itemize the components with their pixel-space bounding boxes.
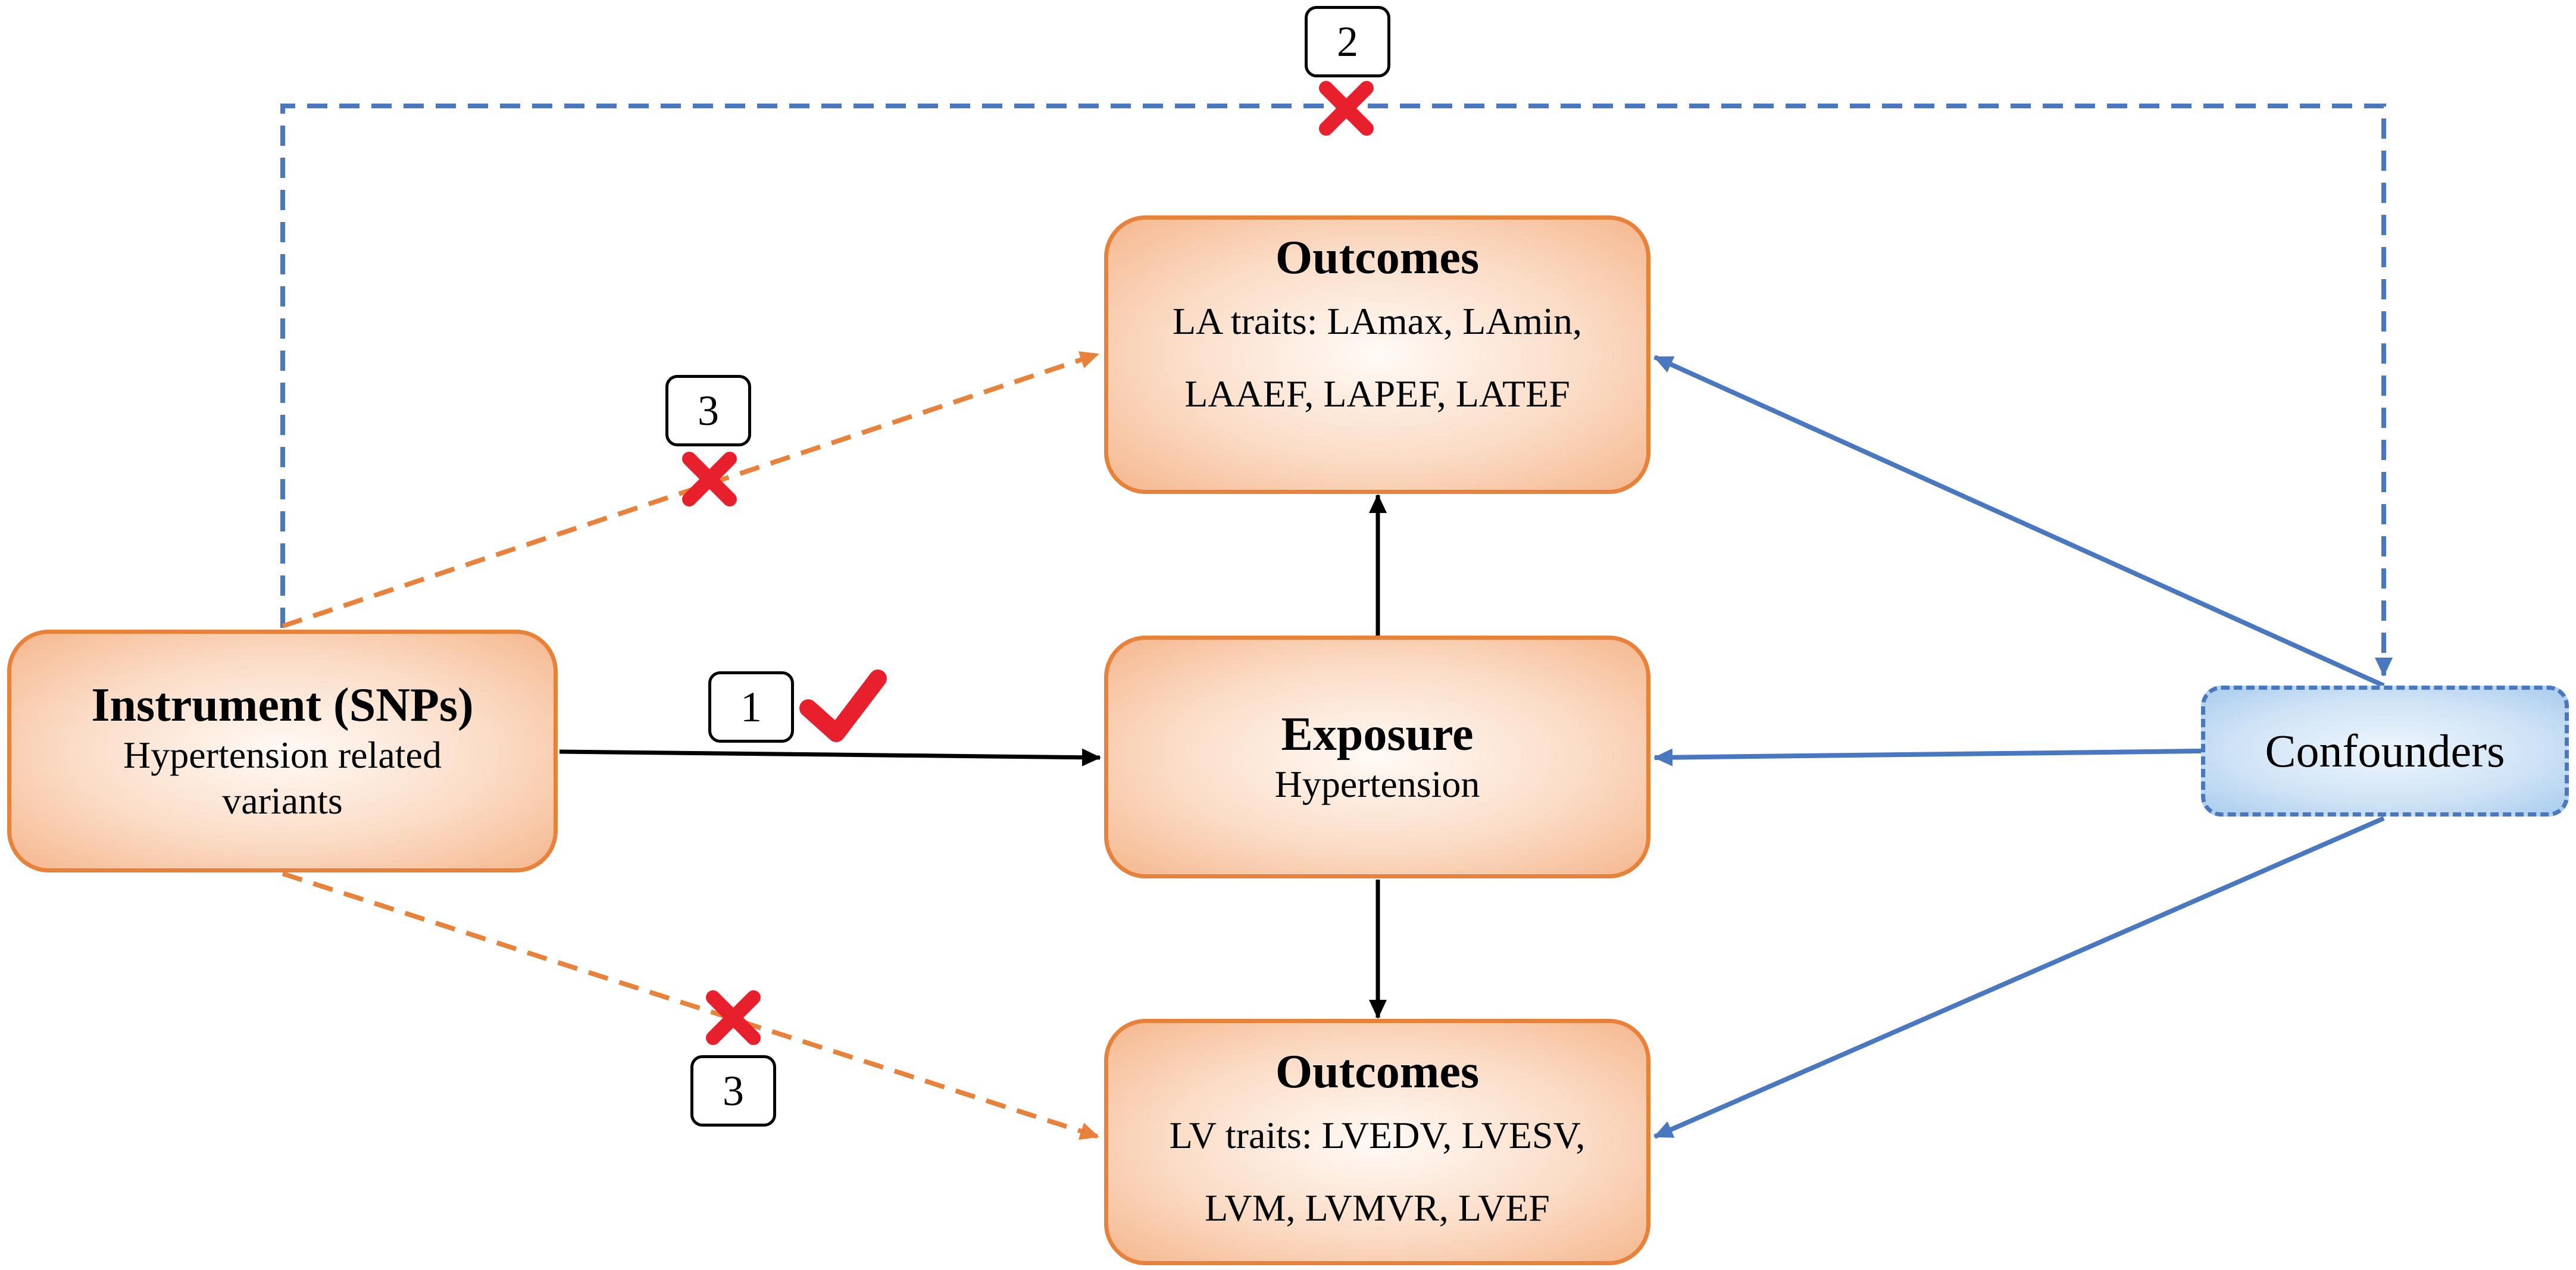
assumption-badge-2: 2 (1305, 6, 1390, 77)
instrument-title: Instrument (SNPs) (91, 679, 474, 732)
outcomes-la-line-2: LAAEF, LAPEF, LATEF (1184, 372, 1570, 415)
check-icon (799, 670, 887, 742)
instrument-line-2: variants (222, 780, 343, 822)
confounders-to-la-arrow (1653, 355, 2385, 688)
exposure-node: Exposure Hypertension (1104, 636, 1650, 878)
assumption-2-path (280, 104, 2393, 677)
instrument-node: Instrument (SNPs) Hypertension related v… (7, 630, 558, 872)
cross-icon (682, 452, 737, 506)
outcomes-la-node: Outcomes LA traits: LAmax, LAmin, LAAEF,… (1104, 215, 1650, 494)
assumption-3-bottom-path (282, 871, 1099, 1140)
outcomes-lv-title: Outcomes (1275, 1046, 1480, 1098)
outcomes-lv-line-1: LV traits: LVEDV, LVESV, (1169, 1114, 1586, 1156)
confounders-node: Confounders (2201, 686, 2569, 817)
assumption-badge-3-top: 3 (665, 375, 751, 446)
instrument-line-1: Hypertension related (123, 734, 442, 777)
outcomes-la-title: Outcomes (1275, 232, 1480, 284)
confounders-to-lv-arrow (1653, 816, 2385, 1139)
instrument-to-exposure-arrow (559, 748, 1101, 767)
confounders-label: Confounders (2265, 725, 2505, 777)
outcomes-la-line-1: LA traits: LAmax, LAmin, (1173, 300, 1582, 342)
exposure-title: Exposure (1281, 708, 1474, 761)
exposure-subtitle: Hypertension (1274, 762, 1480, 805)
cross-icon (1319, 81, 1374, 136)
confounders-to-exposure-arrow (1653, 748, 2202, 767)
outcomes-lv-line-2: LVM, LVMVR, LVEF (1205, 1186, 1550, 1229)
cross-icon (706, 990, 761, 1045)
assumption-badge-1: 1 (708, 671, 794, 743)
outcomes-lv-node: Outcomes LV traits: LVEDV, LVESV, LVM, L… (1104, 1019, 1650, 1265)
assumption-badge-3-bottom: 3 (690, 1055, 776, 1127)
